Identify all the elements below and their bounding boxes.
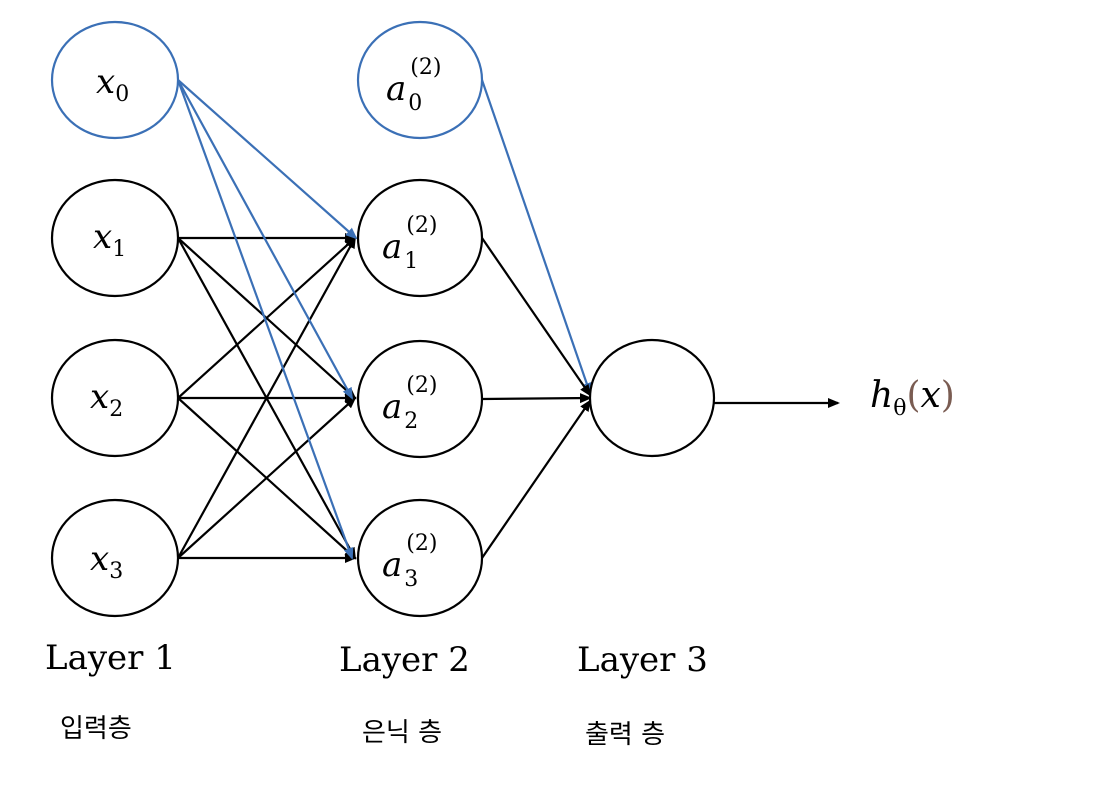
- node-a0: [356, 20, 484, 140]
- edge-a0-out: [480, 79, 592, 395]
- edge-a1-out: [481, 237, 592, 397]
- output-label: hθ(x): [870, 375, 955, 421]
- bias-edges: [176, 79, 592, 560]
- edge-x0-a1: [177, 79, 358, 240]
- edge-x0-a2: [177, 79, 353, 400]
- node-a3: [356, 498, 484, 618]
- node-x1-label: x1: [93, 217, 126, 262]
- node-x3: [50, 498, 180, 618]
- node-x2: [50, 338, 180, 458]
- node-a1: [356, 178, 484, 298]
- edge-x2-a1: [177, 236, 357, 399]
- edge-x3-a2: [177, 396, 357, 559]
- layer-1-korean-label: 입력층: [60, 714, 132, 744]
- hidden-layer: a0(2) a1(2) a2(2) a3(2): [356, 20, 484, 618]
- node-x3-label: x3: [90, 539, 123, 584]
- edge-a2-out: [481, 393, 592, 404]
- node-a3-label: a3(2): [382, 531, 437, 592]
- layer-3-label: Layer 3: [577, 640, 708, 680]
- hidden-to-output-edges: [481, 237, 840, 559]
- edge-a3-out: [481, 399, 592, 559]
- input-to-hidden-edges: [177, 233, 357, 563]
- node-x2-label: x2: [90, 377, 123, 422]
- layer-2-korean-label: 은닉 층: [362, 718, 443, 748]
- layer-2-label: Layer 2: [339, 640, 470, 680]
- layer-3-korean-label: 출력 층: [585, 720, 666, 750]
- node-x1: [50, 178, 180, 298]
- node-a1-label: a1(2): [382, 213, 437, 274]
- node-a2: [356, 339, 484, 459]
- node-a0-label: a0(2): [386, 55, 441, 116]
- node-output: [588, 338, 716, 458]
- edge-x3-a1: [177, 236, 356, 559]
- layer-1-label: Layer 1: [45, 638, 176, 678]
- node-x0: [50, 20, 180, 140]
- input-layer: x0 x1 x2 x3: [50, 20, 180, 618]
- edge-x0-a3: [176, 79, 354, 560]
- node-a2-label: a2(2): [382, 373, 437, 434]
- node-x0-label: x0: [96, 62, 129, 107]
